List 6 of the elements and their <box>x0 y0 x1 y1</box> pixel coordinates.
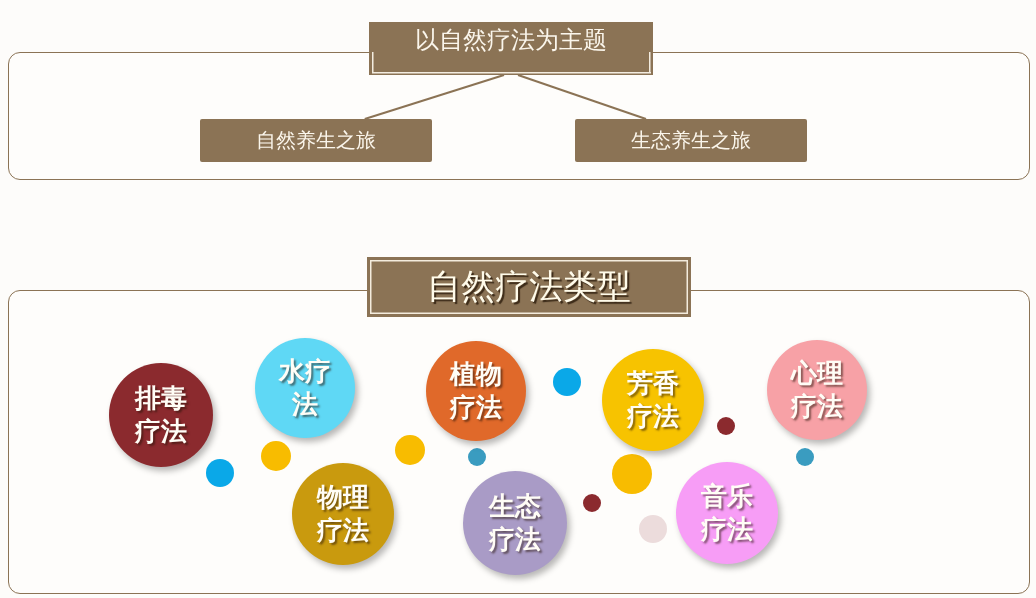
connector-line <box>363 74 505 120</box>
topic-box: 以自然疗法为主题 <box>369 22 653 75</box>
section-heading-box: 自然疗法类型 <box>367 257 691 317</box>
subtopic-box: 自然养生之旅 <box>200 119 432 162</box>
connector-line <box>517 74 647 120</box>
subtopic-box: 生态养生之旅 <box>575 119 807 162</box>
